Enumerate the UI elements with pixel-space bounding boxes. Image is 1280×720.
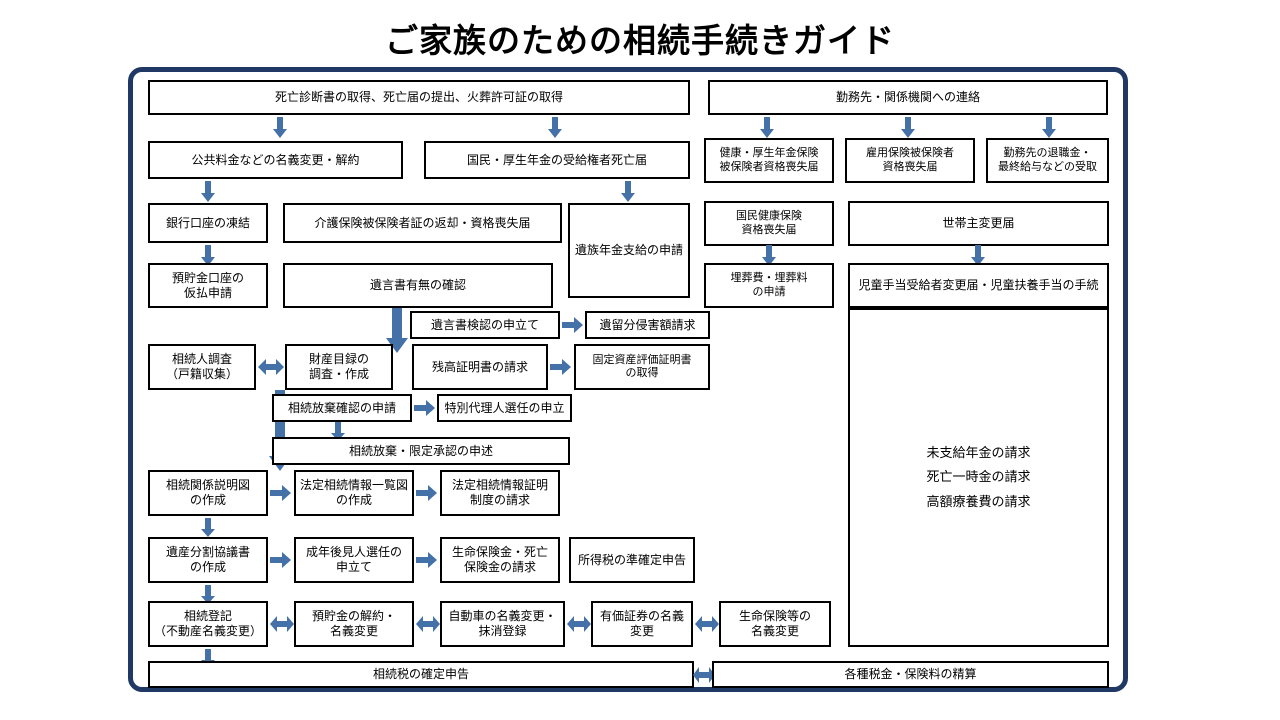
node-health-pension-loss: 健康・厚生年金保険 被保険者資格喪失届 xyxy=(704,138,834,183)
node-adult-guardian-petition: 成年後見人選任の 申立て xyxy=(294,537,414,583)
node-inheritance-tax-filing: 相続税の確定申告 xyxy=(148,661,694,688)
arrow-right-to-fixed-asset xyxy=(550,359,572,375)
node-will-probate-petition: 遺言書検認の申立て xyxy=(410,311,560,339)
arrow-down-to-employment-insurance xyxy=(900,117,916,139)
arrow-down-to-bank-freeze xyxy=(200,181,216,203)
node-income-tax-quasi-final: 所得税の準確定申告 xyxy=(569,537,695,583)
node-inheritance-registration: 相続登記 （不動産名義変更） xyxy=(148,601,268,647)
arrow-down-heir-to-relationship-chart xyxy=(268,390,292,472)
node-renunciation-declaration: 相続放棄・限定承認の申述 xyxy=(272,437,570,465)
node-pension-recipient-death: 国民・厚生年金の受給権者死亡届 xyxy=(424,141,690,179)
node-tax-insurance-settlement: 各種税金・保険料の精算 xyxy=(712,661,1109,688)
arrow-right-to-legal-heir-certificate xyxy=(416,485,438,501)
arrow-right-to-adult-guardian xyxy=(270,552,292,568)
node-survivor-pension-application: 遺族年金支給の申請 xyxy=(568,203,690,298)
arrow-down-to-estate-division xyxy=(200,518,216,538)
arrow-bidirectional-heir-inventory xyxy=(258,359,284,375)
node-death-certificate: 死亡診断書の取得、死亡届の提出、火葬許可証の取得 xyxy=(148,80,690,115)
arrow-down-to-inheritance-registration xyxy=(200,585,216,605)
node-legal-heir-list: 法定相続情報一覧図 の作成 xyxy=(294,470,414,516)
arrow-bidirectional-car-securities xyxy=(567,616,591,632)
page-title: ご家族のための相続手続きガイド xyxy=(385,22,895,59)
node-employment-insurance-loss: 雇用保険被保険者 資格喪失届 xyxy=(845,138,975,183)
node-estate-division-agreement: 遺産分割協議書 の作成 xyxy=(148,537,268,583)
arrow-bidirectional-tax-settlement xyxy=(693,667,715,683)
node-fixed-asset-valuation: 固定資産評価証明書 の取得 xyxy=(574,344,710,390)
arrow-bidirectional-registration-deposit xyxy=(270,616,294,632)
arrow-down-to-utilities xyxy=(272,117,288,139)
node-nursing-insurance-return: 介護保険被保険者証の返却・資格喪失届 xyxy=(283,203,562,243)
node-will-existence-check: 遺言書有無の確認 xyxy=(283,263,553,308)
arrow-down-to-child-allowance xyxy=(970,245,986,267)
arrow-down-will-to-inventory xyxy=(386,308,408,354)
node-securities-name-change: 有価証券の名義変更 xyxy=(591,601,693,647)
node-car-name-change: 自動車の名義変更・ 抹消登録 xyxy=(440,601,565,647)
arrow-bidirectional-deposit-car xyxy=(416,616,440,632)
arrow-down-to-pension-death xyxy=(547,117,563,139)
node-relationship-chart: 相続関係説明図 の作成 xyxy=(148,470,268,516)
node-life-insurance-claim: 生命保険金・死亡 保険金の請求 xyxy=(440,537,560,583)
arrow-right-to-special-agent xyxy=(414,400,436,416)
node-deposit-cancellation: 預貯金の解約・ 名義変更 xyxy=(294,601,414,647)
arrow-down-to-health-pension xyxy=(759,117,775,139)
node-legal-heir-certificate: 法定相続情報証明 制度の請求 xyxy=(440,470,560,516)
node-national-health-loss: 国民健康保険 資格喪失届 xyxy=(704,201,834,246)
node-special-agent-petition: 特別代理人選任の申立 xyxy=(437,394,572,422)
arrow-down-to-retirement xyxy=(1041,117,1057,139)
node-deposit-provisional: 預貯金口座の 仮払申請 xyxy=(148,263,268,308)
arrow-down-to-burial-expense xyxy=(761,245,777,267)
arrow-down-to-renunciation-declaration xyxy=(330,422,346,442)
arrow-down-to-survivor-pension xyxy=(620,181,636,203)
node-life-insurance-name-change: 生命保険等の 名義変更 xyxy=(719,601,831,647)
arrow-bidirectional-securities-life-insurance xyxy=(695,616,719,632)
node-bank-account-freeze: 銀行口座の凍結 xyxy=(148,203,268,243)
node-renunciation-confirm: 相続放棄確認の申請 xyxy=(272,394,412,422)
panel-unpaid-pension-claims: 未支給年金の請求 死亡一時金の請求 高額療養費の請求 xyxy=(848,308,1109,647)
node-asset-inventory: 財産目録の 調査・作成 xyxy=(285,344,393,390)
arrow-right-to-life-insurance-claim xyxy=(416,552,438,568)
node-workplace-contact: 勤務先・関係機関への連絡 xyxy=(708,80,1108,115)
node-householder-change: 世帯主変更届 xyxy=(848,201,1109,246)
node-legally-reserved-claim: 遺留分侵害額請求 xyxy=(585,311,710,339)
node-child-allowance: 児童手当受給者変更届・児童扶養手当の手続 xyxy=(848,263,1109,308)
arrow-right-to-reserved-claim xyxy=(562,317,584,333)
arrow-right-to-legal-heir-list xyxy=(270,485,292,501)
node-retirement-allowance: 勤務先の退職金・ 最終給与などの受取 xyxy=(986,138,1109,183)
node-utilities-name-change: 公共料金などの名義変更・解約 xyxy=(148,141,403,179)
node-burial-expense: 埋葬費・埋葬料 の申請 xyxy=(704,263,834,308)
arrow-down-to-deposit-provisional xyxy=(200,245,216,267)
node-balance-certificate: 残高証明書の請求 xyxy=(412,344,548,390)
node-heir-investigation: 相続人調査 （戸籍収集） xyxy=(148,344,256,390)
